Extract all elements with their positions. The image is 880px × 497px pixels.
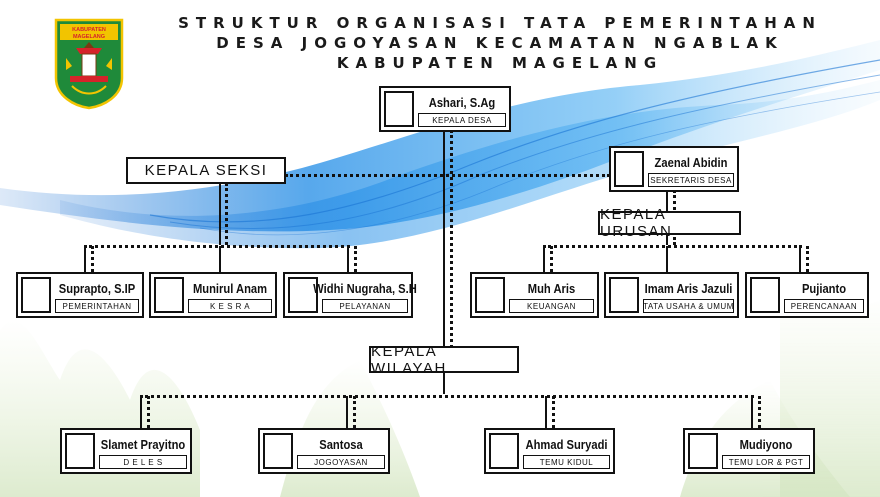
wilayah-dotted-drop-4 [758, 396, 761, 428]
wilayah-drop-1 [140, 396, 142, 428]
seksi-drop-2 [219, 246, 221, 272]
wilayah-name: Slamet Prayitno [100, 437, 186, 452]
photo-placeholder [609, 277, 639, 313]
trunk-dotted-line [450, 130, 453, 348]
wilayah-role: JOGOYASAN [297, 455, 385, 469]
seksi-drop-1 [84, 246, 86, 272]
photo-placeholder [688, 433, 718, 469]
seksi-name: Widhi Nugraha, S.H [313, 281, 417, 296]
photo-placeholder [65, 433, 95, 469]
wilayah-role: TEMU LOR & PGT [722, 455, 810, 469]
blue-wave-shape [0, 40, 880, 249]
seksi-dotted-drop-3 [354, 246, 357, 272]
kepala-seksi-heading: KEPALA SEKSI [126, 157, 286, 184]
main-trunk-line [443, 130, 445, 348]
urusan-drop-2 [666, 246, 668, 272]
wilayah-name: Ahmad Suryadi [525, 437, 608, 452]
wilayah-card-4: Mudiyono TEMU LOR & PGT [683, 428, 815, 474]
wilayah-dotted-drop-3 [552, 396, 555, 428]
urusan-name: Muh Aris [527, 281, 576, 296]
wilayah-drop-4 [751, 396, 753, 428]
kepala-desa-role: KEPALA DESA [418, 113, 506, 127]
seksi-role: PELAYANAN [322, 299, 408, 313]
urusan-name: Pujianto [801, 281, 847, 296]
urusan-card-3: Pujianto PERENCANAAN [745, 272, 869, 318]
seksi-name: Munirul Anam [192, 281, 268, 296]
sekretaris-role: SEKRETARIS DESA [648, 173, 734, 187]
sekretaris-name: Zaenal Abidin [654, 155, 728, 170]
seksi-name: Suprapto, S.IP [58, 281, 136, 296]
title-line-2: DESA JOGOYASAN KECAMATAN NGABLAK [216, 34, 784, 52]
seksi-dotted-line [84, 245, 350, 248]
wilayah-card-1: Slamet Prayitno D E L E S [60, 428, 192, 474]
seksi-trunk-line [219, 183, 221, 245]
coordination-dotted-line [285, 174, 610, 177]
urusan-role: KEUANGAN [509, 299, 594, 313]
kepala-wilayah-heading: KEPALA WILAYAH [369, 343, 519, 377]
seksi-card-3: Widhi Nugraha, S.H PELAYANAN [283, 272, 417, 318]
wilayah-card-3: Ahmad Suryadi TEMU KIDUL [484, 428, 615, 474]
wilayah-drop-3 [545, 396, 547, 428]
urusan-trunk-line [666, 190, 668, 212]
urusan-branch-line [666, 233, 668, 245]
urusan-dotted-drop-3 [806, 246, 809, 272]
urusan-card-1: Muh Aris KEUANGAN [470, 272, 599, 318]
seksi-drop-3 [347, 246, 349, 272]
photo-placeholder [154, 277, 184, 313]
seksi-trunk-dotted [225, 183, 228, 245]
kepala-urusan-heading: KEPALA URUSAN [598, 206, 741, 240]
urusan-dotted-drop-1 [550, 246, 553, 272]
urusan-role: PERENCANAAN [784, 299, 864, 313]
kepala-desa-card: Ashari, S.Ag KEPALA DESA [379, 86, 511, 132]
photo-placeholder [21, 277, 51, 313]
urusan-drop-3 [799, 246, 801, 272]
wilayah-dotted-drop-2 [353, 396, 356, 428]
seksi-card-2: Munirul Anam K E S R A [149, 272, 277, 318]
seksi-role: PEMERINTAHAN [55, 299, 139, 313]
photo-placeholder [475, 277, 505, 313]
urusan-role: TATA USAHA & UMUM [643, 299, 734, 313]
seksi-dotted-drop-1 [91, 246, 94, 272]
logo-text-line-2: MAGELANG [73, 34, 105, 40]
urusan-card-2: Imam Aris Jazuli TATA USAHA & UMUM [604, 272, 739, 318]
logo-text-line-1: KABUPATEN [72, 27, 106, 33]
wilayah-dotted-drop-1 [147, 396, 150, 428]
wilayah-dotted-line [140, 395, 754, 398]
magelang-regency-logo: KABUPATEN MAGELANG [54, 18, 124, 110]
seksi-role: K E S R A [188, 299, 272, 313]
wilayah-card-2: Santosa JOGOYASAN [258, 428, 390, 474]
wilayah-role: TEMU KIDUL [523, 455, 610, 469]
title-line-3: KABUPATEN MAGELANG [336, 54, 664, 72]
photo-placeholder [288, 277, 318, 313]
seksi-card-1: Suprapto, S.IP PEMERINTAHAN [16, 272, 144, 318]
urusan-drop-1 [543, 246, 545, 272]
wilayah-name: Santosa [319, 437, 363, 452]
photo-placeholder [263, 433, 293, 469]
wilayah-trunk-line [443, 372, 445, 394]
urusan-name: Imam Aris Jazuli [644, 281, 733, 296]
photo-placeholder [614, 151, 644, 187]
title-line-1: STRUKTUR ORGANISASI TATA PEMERINTAHAN [178, 14, 822, 32]
photo-placeholder [489, 433, 519, 469]
sekretaris-desa-card: Zaenal Abidin SEKRETARIS DESA [609, 146, 739, 192]
photo-placeholder [750, 277, 780, 313]
kepala-desa-name: Ashari, S.Ag [428, 95, 496, 110]
urusan-dotted-line [543, 245, 802, 248]
photo-placeholder [384, 91, 414, 127]
wilayah-role: D E L E S [99, 455, 187, 469]
wilayah-drop-2 [346, 396, 348, 428]
wilayah-name: Mudiyono [739, 437, 793, 452]
